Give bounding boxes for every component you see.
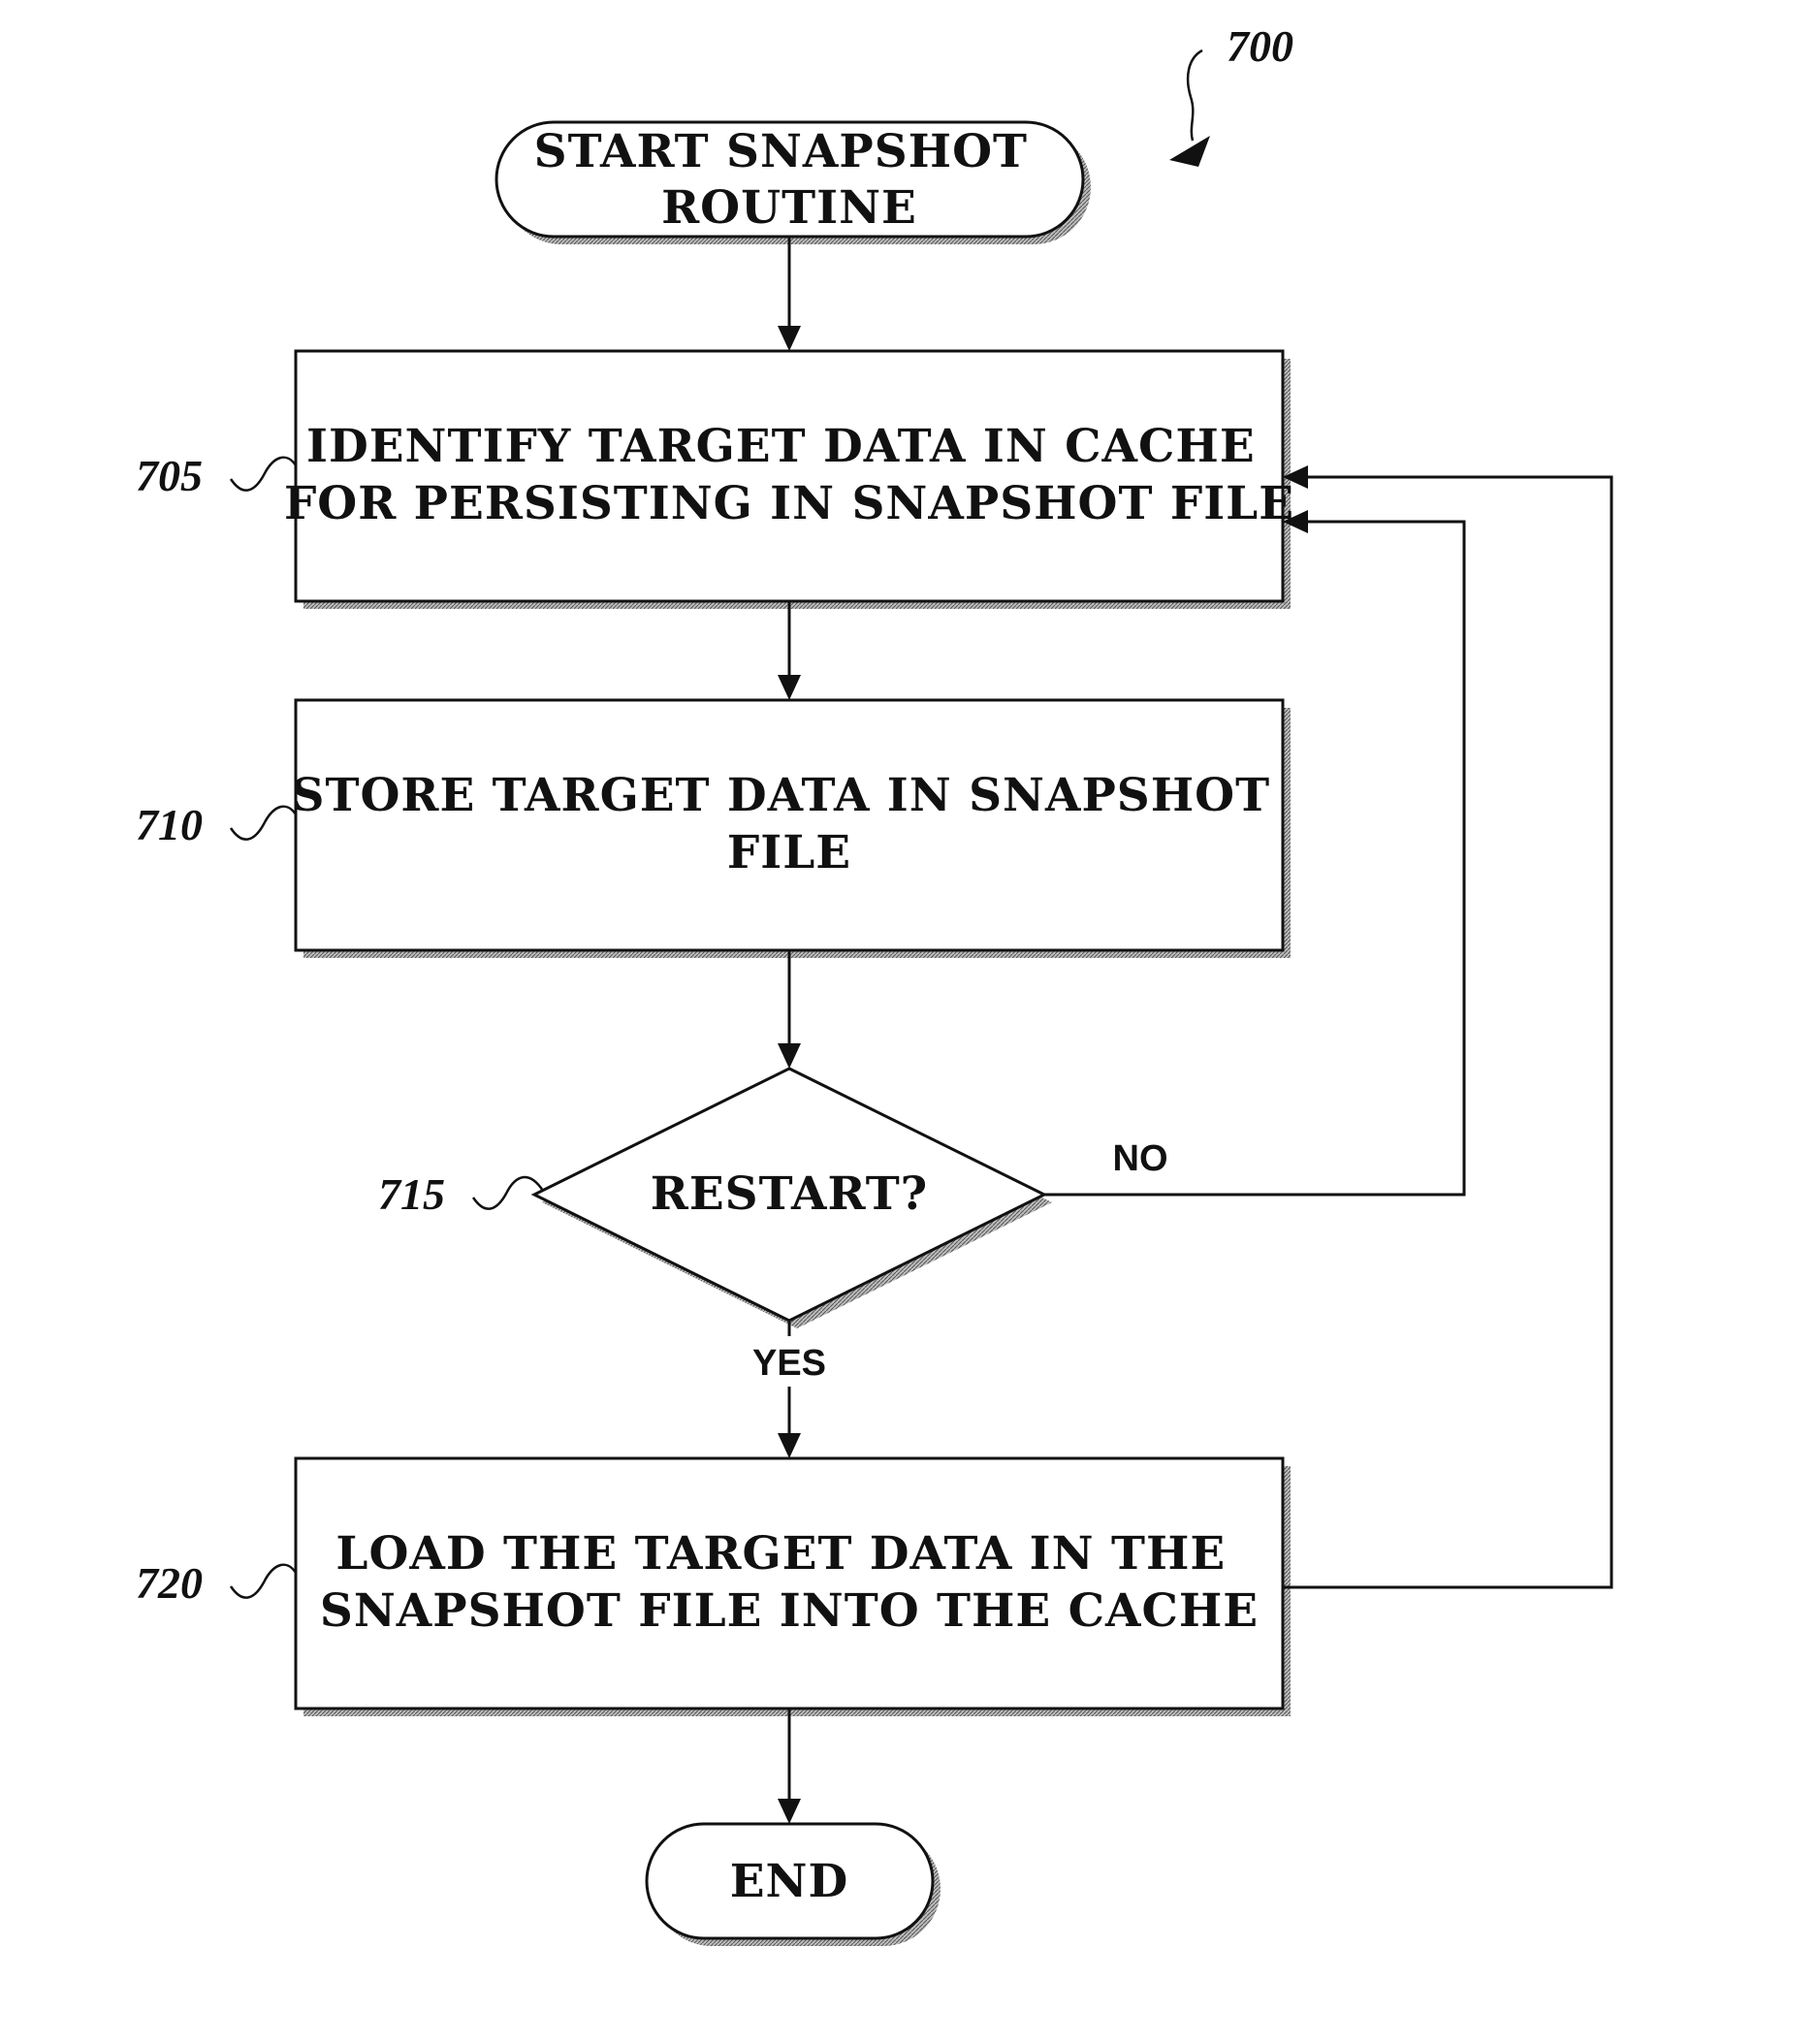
edge-label-yes: YES — [752, 1343, 826, 1384]
reference-705: 705 — [136, 451, 296, 500]
reference-710-number: 710 — [136, 800, 203, 849]
reference-705-number: 705 — [136, 451, 203, 500]
arrowhead-710-to-715 — [778, 1043, 801, 1069]
process-box-720: LOAD THE TARGET DATA IN THE SNAPSHOT FIL… — [296, 1458, 1291, 1716]
reference-720-number: 720 — [136, 1558, 203, 1608]
figure-pointer-arrowhead — [1169, 136, 1210, 167]
end-label-line-1: END — [730, 1855, 849, 1908]
end-terminal-label: END — [730, 1855, 849, 1908]
decision-diamond-715: RESTART? — [534, 1069, 1052, 1328]
reference-710: 710 — [136, 800, 296, 849]
start-label-line-2: ROUTINE — [661, 181, 917, 235]
reference-710-leader — [231, 807, 296, 840]
arrowhead-715-to-720 — [778, 1433, 801, 1458]
reference-720: 720 — [136, 1558, 296, 1608]
process-box-705-shape — [296, 351, 1283, 601]
figure-pointer-line — [1188, 50, 1202, 141]
start-label-line-1: START SNAPSHOT — [534, 125, 1028, 178]
reference-720-leader — [231, 1565, 296, 1598]
process-705-line-1: IDENTIFY TARGET DATA IN CACHE — [306, 420, 1256, 473]
end-terminal: END — [647, 1824, 941, 1946]
figure-number: 700 — [1227, 21, 1293, 71]
reference-715-number: 715 — [378, 1169, 445, 1219]
process-box-720-shape — [296, 1458, 1283, 1709]
arrowhead-705-to-710 — [778, 675, 801, 700]
connector-720-to-705 — [1283, 477, 1611, 1587]
arrowhead-720-to-end — [778, 1799, 801, 1824]
arrowhead-start-to-705 — [778, 326, 801, 351]
process-710-line-1: STORE TARGET DATA IN SNAPSHOT — [292, 769, 1271, 822]
figure-reference: 700 — [1169, 21, 1293, 167]
process-box-710-shape — [296, 700, 1283, 950]
loop-back-connector — [1283, 465, 1611, 1587]
edge-label-no: NO — [1113, 1138, 1168, 1179]
process-705-line-2: FOR PERSISTING IN SNAPSHOT FILE — [284, 477, 1294, 530]
reference-715: 715 — [378, 1169, 543, 1219]
process-710-line-2: FILE — [727, 826, 851, 879]
process-720-line-1: LOAD THE TARGET DATA IN THE — [335, 1527, 1226, 1581]
decision-715-label: RESTART? — [651, 1167, 928, 1221]
process-box-710: STORE TARGET DATA IN SNAPSHOT FILE — [292, 700, 1291, 958]
decision-715-line-1: RESTART? — [651, 1167, 928, 1221]
start-terminal: START SNAPSHOT ROUTINE — [496, 122, 1091, 244]
reference-715-leader — [473, 1177, 543, 1209]
process-720-line-2: SNAPSHOT FILE INTO THE CACHE — [320, 1584, 1259, 1638]
process-box-705: IDENTIFY TARGET DATA IN CACHE FOR PERSIS… — [284, 351, 1294, 609]
